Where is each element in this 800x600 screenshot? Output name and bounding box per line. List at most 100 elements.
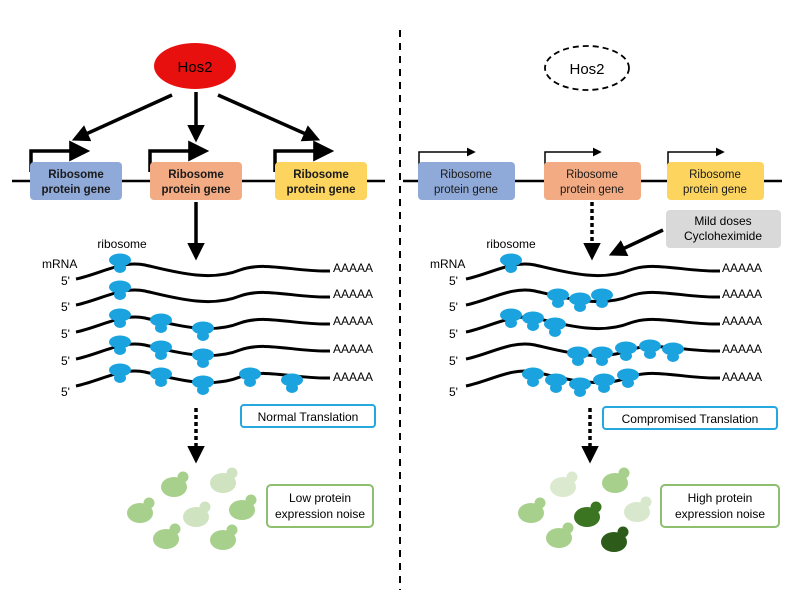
right-panel: Hos2 Ribosome protein gene Ribosome prot… <box>403 45 782 552</box>
yeast-cell <box>550 471 578 497</box>
yeast-cell <box>183 501 211 527</box>
ribosome <box>239 367 261 387</box>
poly-a-tail: AAAAA <box>722 261 762 275</box>
five-prime-labels: 5' 5' 5' 5' 5' <box>61 274 70 399</box>
yeast-cells-uniform <box>127 467 257 550</box>
ribosome <box>569 292 591 312</box>
mrna-group: ribosome mRNA 5' 5' 5' 5' 5' AAAAA AAAAA… <box>42 237 373 399</box>
five-prime-label: 5' <box>449 385 458 399</box>
yeast-cell <box>127 497 155 523</box>
noise-label-line1: Low protein <box>289 491 351 505</box>
ribosome <box>150 367 172 387</box>
poly-a-tail: AAAAA <box>722 342 762 356</box>
ribosome <box>150 340 172 360</box>
ribosome <box>567 346 589 366</box>
yeast-cell <box>624 496 652 522</box>
five-prime-label: 5' <box>61 300 70 314</box>
hos2-label: Hos2 <box>177 59 212 76</box>
noise-label-line2: expression noise <box>275 507 365 521</box>
ribosome <box>500 253 522 273</box>
poly-a-tail: AAAAA <box>333 370 373 384</box>
ribosome <box>192 348 214 368</box>
ribosome <box>192 375 214 395</box>
cycloheximide-box: Mild doses Cycloheximide <box>666 210 781 248</box>
noise-level-box: High protein expression noise <box>660 484 780 528</box>
gene-label-line1: Ribosome <box>440 169 492 181</box>
mrna-strands <box>465 262 721 388</box>
mrna-strand-3 <box>465 315 721 334</box>
hos2-ellipse-dashed <box>544 45 630 91</box>
yeast-cell <box>518 497 546 523</box>
five-prime-label: 5' <box>449 354 458 368</box>
gene-label-line2: protein gene <box>560 184 624 196</box>
yeast-cell <box>153 523 181 549</box>
ribosome <box>109 280 131 300</box>
mrna-strand-1 <box>75 262 331 281</box>
translation-status-box: Compromised Translation <box>602 406 778 430</box>
gene-box-3: Ribosome protein gene <box>667 162 764 200</box>
yeast-cells-variable <box>518 467 652 552</box>
poly-a-tail: AAAAA <box>722 287 762 301</box>
yeast-cell <box>210 467 238 493</box>
ribosome <box>545 373 567 393</box>
gene-label-line2: protein gene <box>434 184 498 196</box>
hos2-activation-arrows <box>71 92 321 143</box>
gene-box-3: Ribosome protein gene <box>275 162 367 200</box>
ribosome <box>109 253 131 273</box>
five-prime-label: 5' <box>449 327 458 341</box>
gene-box-1: Ribosome protein gene <box>30 162 122 200</box>
yeast-cell <box>574 501 602 527</box>
mrna-strand-5 <box>465 369 721 388</box>
mrna-group: ribosome mRNA 5' 5' 5' 5' 5' AAAAA AAAAA… <box>430 237 762 399</box>
ribosome <box>522 367 544 387</box>
gene-label-line1: Ribosome <box>48 169 104 181</box>
ribosome <box>192 321 214 341</box>
gene-box-2: Ribosome protein gene <box>150 162 242 200</box>
poly-a-tail: AAAAA <box>722 370 762 384</box>
cycloheximide-line1: Mild doses <box>694 214 751 228</box>
mrna-label: mRNA <box>42 257 77 271</box>
five-prime-label: 5' <box>449 274 458 288</box>
gene-label-line2: protein gene <box>161 184 230 196</box>
ribosome-label: ribosome <box>97 237 147 251</box>
hos2-label: Hos2 <box>569 61 604 78</box>
ribosome <box>547 288 569 308</box>
yeast-cell <box>601 526 629 552</box>
ribosome <box>662 342 684 362</box>
promoter-arrow-2 <box>148 140 210 172</box>
gene-label-line2: protein gene <box>683 184 747 196</box>
ribosome <box>569 377 591 397</box>
yeast-cell <box>546 522 574 548</box>
noise-label-line2: expression noise <box>675 507 765 521</box>
poly-a-tail: AAAAA <box>333 314 373 328</box>
gene-box-2: Ribosome protein gene <box>544 162 641 200</box>
cycloheximide-arrow <box>608 228 664 256</box>
ribosome <box>591 346 613 366</box>
ribosome <box>109 308 131 328</box>
hos2-active-node: Hos2 <box>154 43 236 89</box>
ribosome <box>150 313 172 333</box>
gene-label-line2: protein gene <box>41 184 110 196</box>
yeast-cell <box>210 524 238 550</box>
noise-level-box: Low protein expression noise <box>266 484 374 528</box>
yeast-cell <box>229 494 257 520</box>
five-prime-label: 5' <box>61 274 70 288</box>
cycloheximide-line2: Cycloheximide <box>684 229 762 243</box>
yeast-cell <box>161 471 189 497</box>
ribosome <box>591 288 613 308</box>
poly-a-labels: AAAAA AAAAA AAAAA AAAAA AAAAA <box>333 261 373 384</box>
translation-status-label: Normal Translation <box>258 410 359 424</box>
gene-label-line1: Ribosome <box>689 169 741 181</box>
translation-status-box: Normal Translation <box>240 404 376 428</box>
noise-label-line1: High protein <box>688 491 753 505</box>
ribosome <box>617 368 639 388</box>
ribosome <box>615 341 637 361</box>
five-prime-label: 5' <box>61 327 70 341</box>
five-prime-label: 5' <box>61 385 70 399</box>
left-panel: Hos2 Ribosome protein gene Ribosome pr <box>12 43 385 550</box>
mrna-label: mRNA <box>430 257 465 271</box>
ribosome <box>544 317 566 337</box>
poly-a-tail: AAAAA <box>333 261 373 275</box>
gene-label-line2: protein gene <box>286 184 355 196</box>
